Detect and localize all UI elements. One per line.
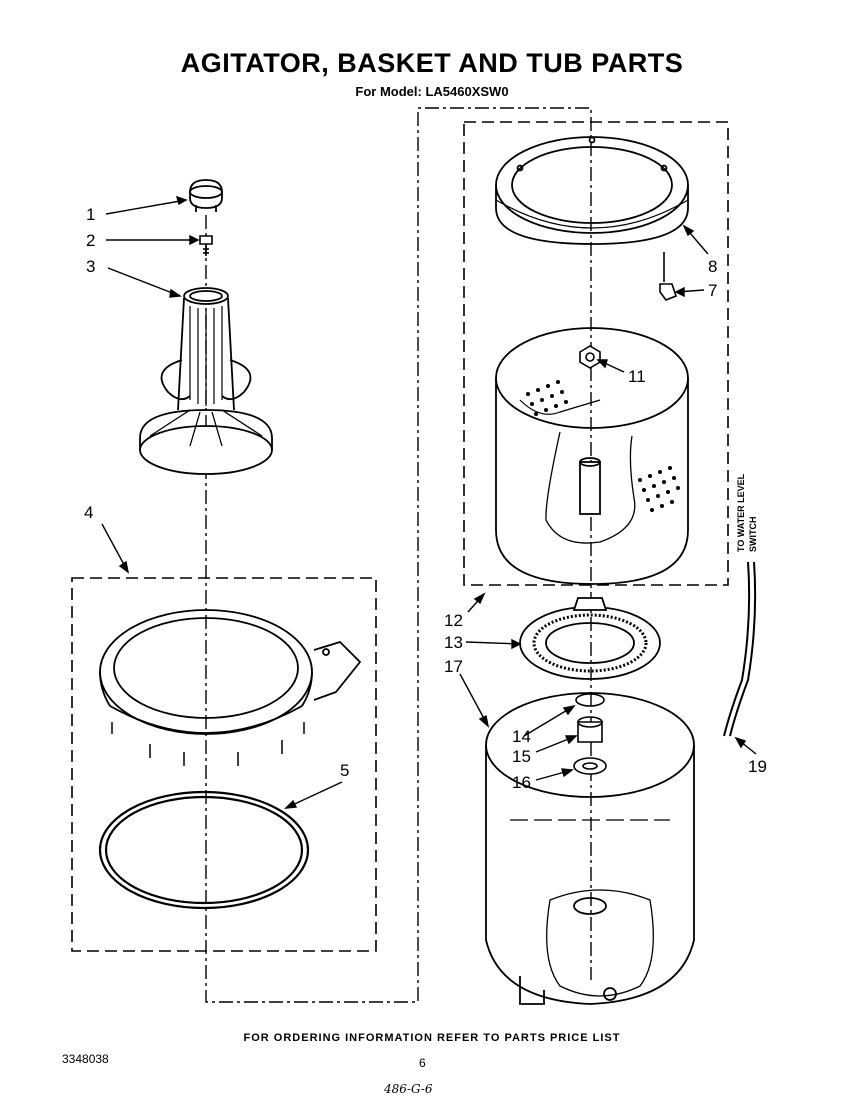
callout-17: 17 xyxy=(444,657,463,676)
callout-2: 2 xyxy=(86,231,95,250)
part-1-agitator-cap xyxy=(189,179,223,212)
callout-16: 16 xyxy=(512,773,531,792)
part-number: 3348038 xyxy=(62,1052,109,1066)
part-4-tub-ring xyxy=(99,609,362,766)
side-note-line2: SWITCH xyxy=(748,517,758,553)
leader-lines xyxy=(101,195,757,809)
ordering-note: FOR ORDERING INFORMATION REFER TO PARTS … xyxy=(243,1032,621,1044)
part-17-outer-tub xyxy=(485,692,695,1005)
part-11-nut xyxy=(579,345,601,369)
part-16-seal xyxy=(573,757,607,775)
part-12-basket xyxy=(495,327,689,585)
group-box-12 xyxy=(463,121,729,586)
group-box-4 xyxy=(71,577,377,952)
page-title: AGITATOR, BASKET AND TUB PARTS xyxy=(180,48,684,78)
page-number: 6 xyxy=(419,1056,426,1070)
part-8-balance-ring xyxy=(495,136,689,245)
handwritten-code: 486-G-6 xyxy=(384,1082,433,1096)
callout-5: 5 xyxy=(340,761,349,780)
callout-4: 4 xyxy=(84,503,93,522)
callout-14: 14 xyxy=(512,727,531,746)
callout-3: 3 xyxy=(86,257,95,276)
water-level-switch-note: TO WATER LEVEL SWITCH xyxy=(736,473,758,552)
part-7-clip xyxy=(659,252,677,301)
callout-1: 1 xyxy=(86,205,95,224)
model-subtitle: For Model: LA5460XSW0 xyxy=(355,84,509,99)
part-13-hub xyxy=(519,597,661,680)
callout-13: 13 xyxy=(444,633,463,652)
callout-12: 12 xyxy=(444,611,463,630)
callout-7: 7 xyxy=(708,281,717,300)
part-5-seal xyxy=(98,790,310,910)
callout-15: 15 xyxy=(512,747,531,766)
part-14-ring xyxy=(575,693,605,707)
basket-perforations xyxy=(526,380,680,512)
assembly-centerline xyxy=(205,107,592,1003)
side-note-line1: TO WATER LEVEL xyxy=(736,473,746,552)
part-3-agitator xyxy=(139,287,273,475)
part-15-bearing xyxy=(577,716,603,743)
part-19-hose xyxy=(723,561,757,737)
part-2-bolt xyxy=(199,235,213,256)
callout-11: 11 xyxy=(628,367,646,386)
callout-8: 8 xyxy=(708,257,717,276)
callout-19: 19 xyxy=(748,757,767,776)
